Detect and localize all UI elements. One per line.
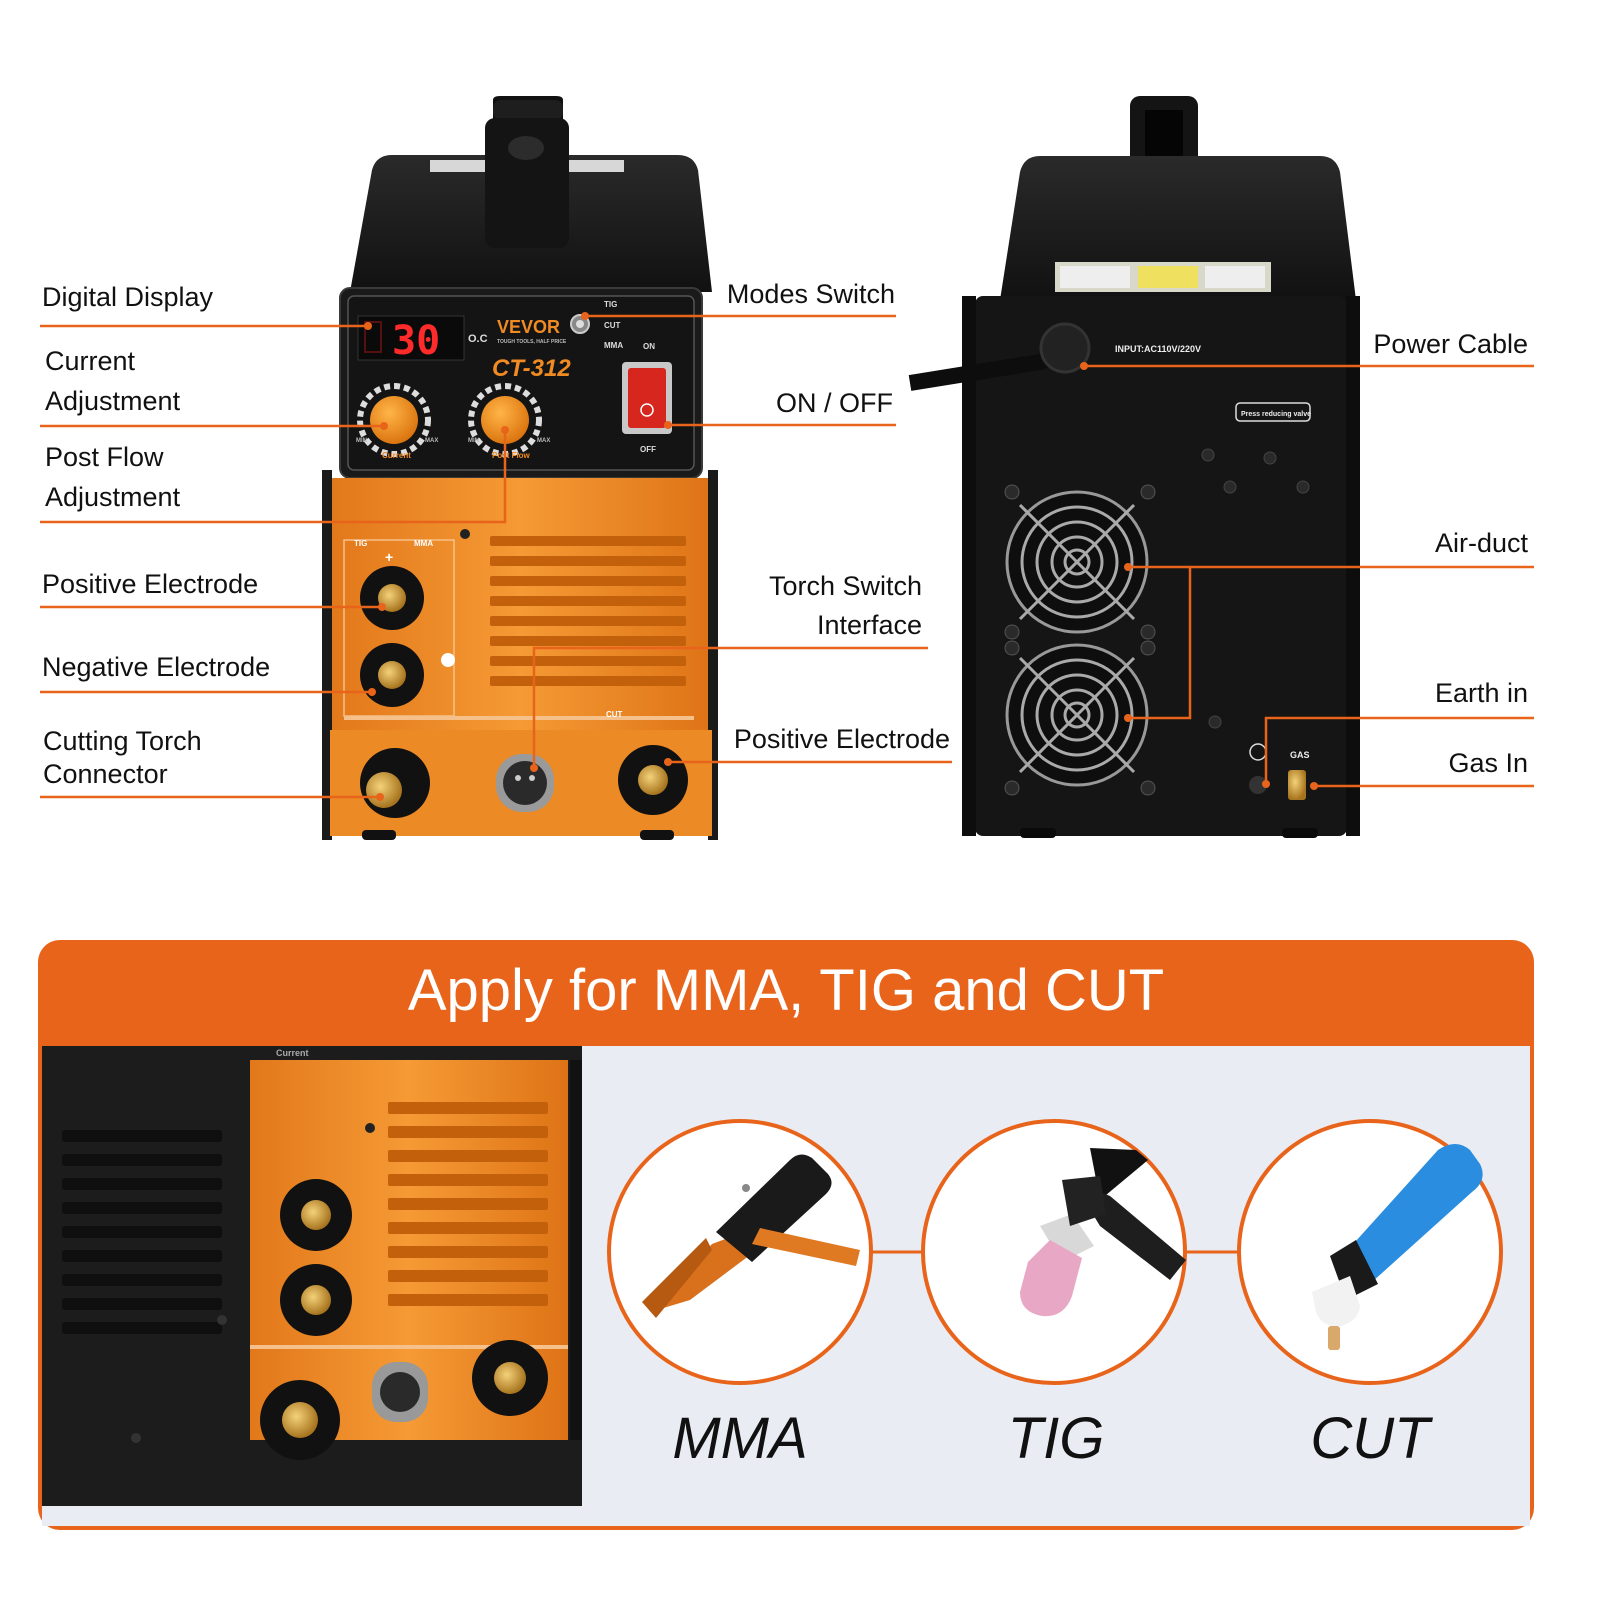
mode-label-tig: TIG (1008, 1406, 1105, 1471)
knob1-label: Current (382, 451, 411, 460)
mode-label-mma: MMA (672, 1406, 807, 1471)
label-current-adjustment-2: Adjustment (45, 386, 181, 416)
label-earth-in: Earth in (1435, 678, 1528, 708)
mode-cut-label: CUT (604, 321, 621, 330)
mode-tig-label: TIG (604, 300, 617, 309)
gas-label: GAS (1290, 750, 1310, 760)
switch-on-label: ON (643, 342, 655, 351)
label-positive-electrode-mid: Positive Electrode (734, 724, 950, 754)
strip-cut: CUT (606, 710, 623, 719)
svg-text:+: + (385, 549, 393, 565)
valve-label: Press reducing valve (1241, 411, 1311, 418)
mode-mma-label: MMA (604, 341, 623, 350)
strip-tig: TIG (354, 539, 367, 548)
label-torch-switch-1: Torch Switch (769, 571, 922, 601)
modes-banner: Apply for MMA, TIG and CUT Current (38, 940, 1534, 1530)
label-digital-display: Digital Display (42, 282, 214, 312)
display-value: 30 (392, 318, 440, 364)
label-torch-switch-2: Interface (817, 610, 922, 640)
label-modes-switch: Modes Switch (727, 279, 895, 309)
tig-circle (921, 1119, 1187, 1385)
input-voltage-label: INPUT:AC110V/220V (1115, 344, 1201, 354)
rear-welder: INPUT:AC110V/220V Press reducing valve (908, 96, 1360, 838)
knob2-label: Post Flow (492, 451, 531, 460)
fan-grille-icon (1005, 490, 1149, 634)
callout-labels: Digital Display Current Adjustment Post … (42, 279, 1528, 789)
label-on-off: ON / OFF (776, 388, 893, 418)
label-post-flow-1: Post Flow (45, 442, 164, 472)
fan-grille-icon (1005, 643, 1149, 787)
cut-circle (1237, 1119, 1503, 1385)
strip-mma: MMA (414, 539, 433, 548)
closeup-current-label: Current (276, 1048, 309, 1058)
tig-torch-icon (1020, 1148, 1186, 1317)
label-positive-electrode-left: Positive Electrode (42, 569, 258, 599)
electrode-holder-icon (642, 1154, 860, 1318)
banner-title: Apply for MMA, TIG and CUT (408, 958, 1164, 1023)
switch-off-label: OFF (640, 445, 656, 454)
label-current-adjustment-1: Current (45, 346, 136, 376)
front-welder: 30 O.C VEVOR TOUGH TOOLS, HALF PRICE CT-… (322, 96, 718, 840)
label-post-flow-2: Adjustment (45, 482, 181, 512)
display-unit: O.C (468, 333, 488, 345)
mode-label-cut: CUT (1310, 1406, 1433, 1471)
label-power-cable: Power Cable (1373, 329, 1528, 359)
label-cutting-torch-2: Connector (43, 759, 168, 789)
callout-leaders (40, 312, 1534, 801)
label-negative-electrode: Negative Electrode (42, 652, 270, 682)
mma-circle (607, 1119, 873, 1385)
model-name: CT-312 (492, 355, 571, 382)
label-gas-in: Gas In (1448, 748, 1528, 778)
knob1-max: MAX (425, 438, 438, 444)
brand-logo: VEVOR (497, 317, 560, 337)
plasma-torch-icon (1312, 1144, 1483, 1350)
knob2-min: MIN (468, 438, 479, 444)
knob2-max: MAX (537, 438, 550, 444)
knob1-min: MIN (356, 438, 367, 444)
label-cutting-torch-1: Cutting Torch (43, 726, 202, 756)
welder-closeup: Current (42, 1046, 582, 1506)
label-air-duct: Air-duct (1435, 528, 1529, 558)
brand-tagline: TOUGH TOOLS, HALF PRICE (497, 339, 567, 345)
